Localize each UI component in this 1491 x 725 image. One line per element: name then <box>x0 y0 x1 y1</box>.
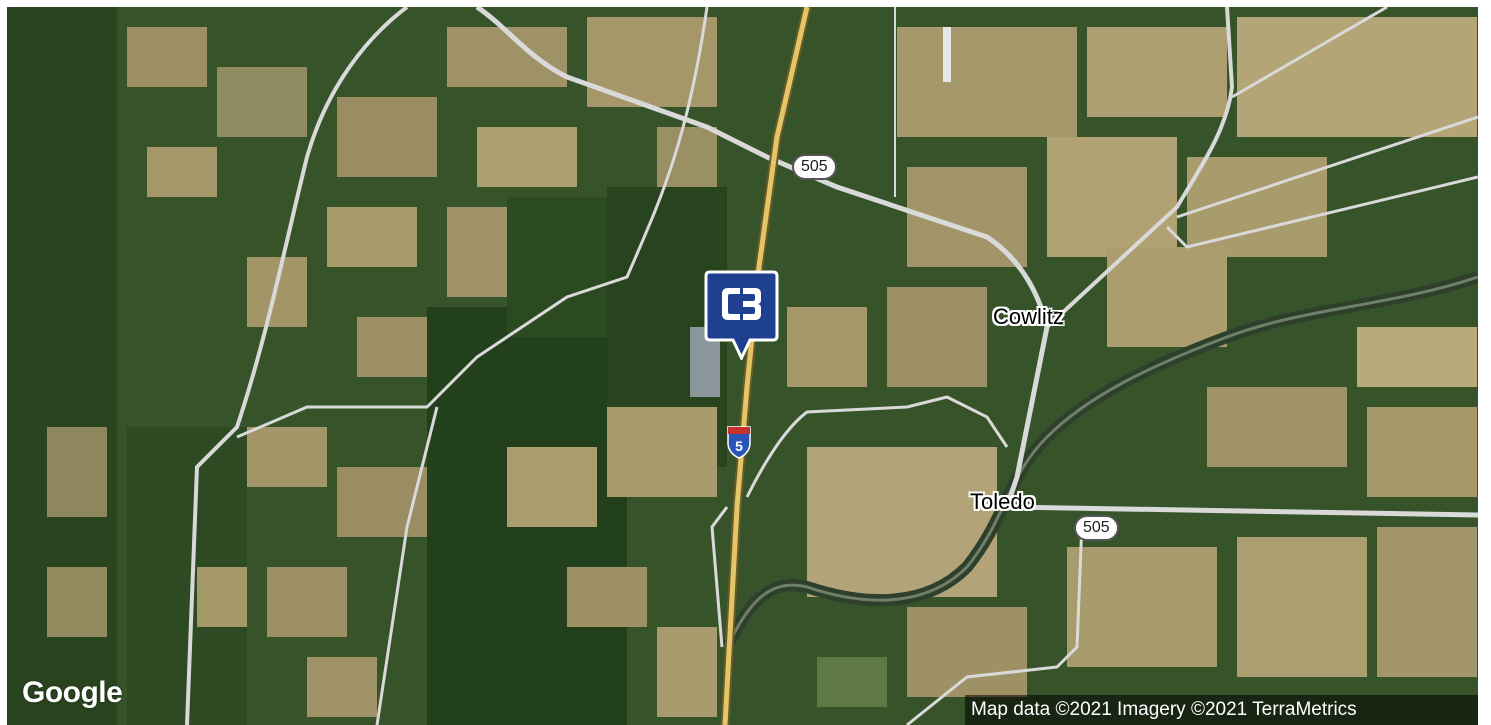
coldwell-banker-logo-icon <box>704 270 779 360</box>
interstate-number: 5 <box>735 438 743 454</box>
place-label-cowlitz: Cowlitz <box>993 304 1064 329</box>
map-attribution[interactable]: Map data ©2021 Imagery ©2021 TerraMetric… <box>965 695 1478 725</box>
google-logo: Google <box>22 676 123 709</box>
place-label-toledo: Toledo <box>970 489 1035 514</box>
map-viewport[interactable]: Cowlitz Toledo 505 505 5 Google Map data… <box>7 7 1478 725</box>
route-505-shield: 505 <box>792 154 837 180</box>
satellite-imagery <box>7 7 1478 725</box>
route-505-shield: 505 <box>1074 515 1119 541</box>
location-marker[interactable] <box>704 270 779 360</box>
interstate-5-shield: 5 <box>726 425 752 459</box>
